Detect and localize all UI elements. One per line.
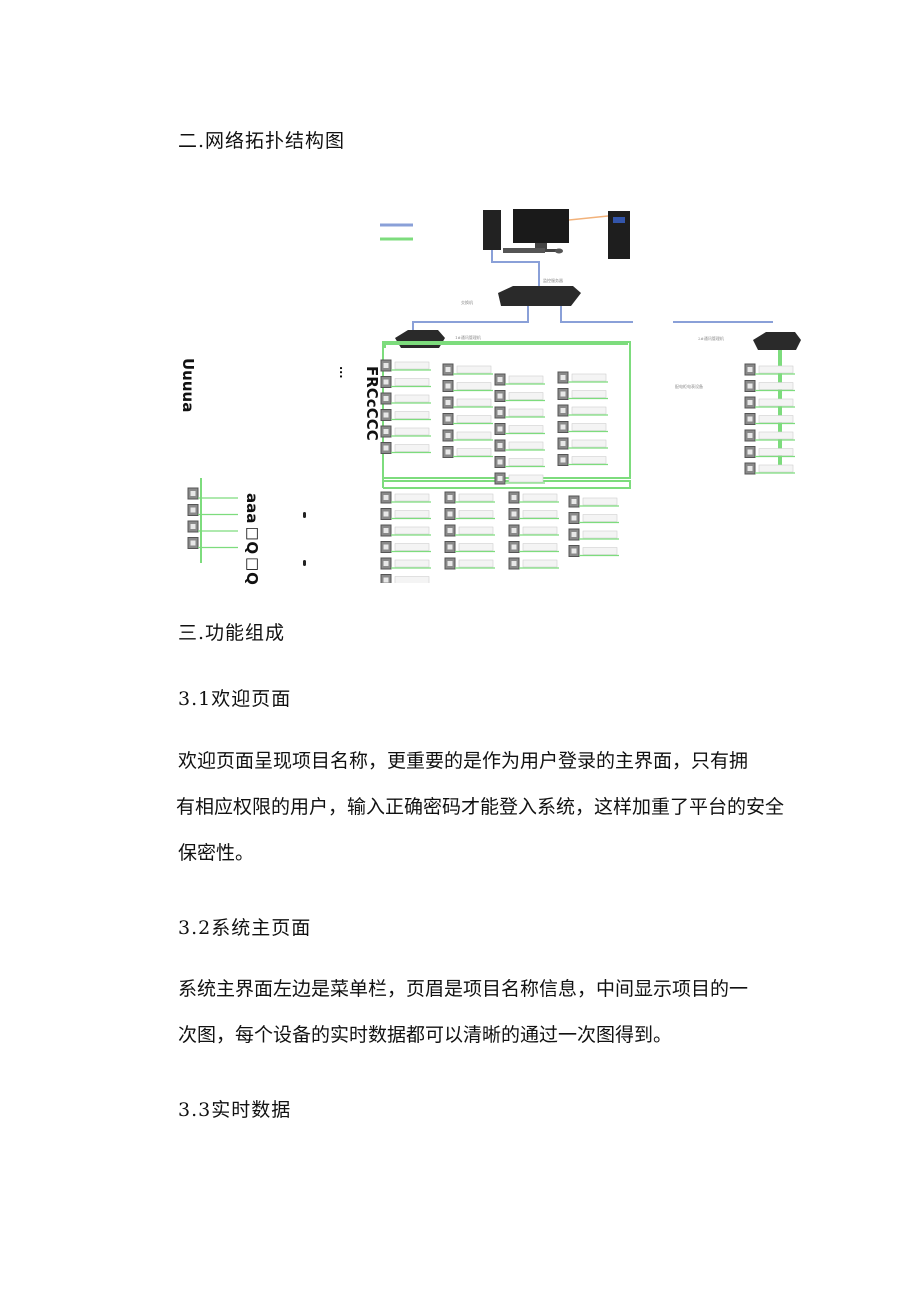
topology-svg: 监控服务器 交换机 1#通讯管理机 2#通讯管理机 配电柜电表设备 xyxy=(187,209,801,583)
side-text-left: Uuuua xyxy=(179,358,197,413)
side-text-rc: FRCcCCC xyxy=(363,366,381,441)
system-main-page-paragraph: 系统主界面左边是菜单栏，页眉是项目名称信息，中间显示项目的一 次图，每个设备的实… xyxy=(178,966,784,1058)
svg-text:交换机: 交换机 xyxy=(461,299,473,305)
svg-text:2#通讯管理机: 2#通讯管理机 xyxy=(698,335,724,341)
monitor-icon xyxy=(513,209,569,243)
gateway-right-icon xyxy=(753,332,801,350)
gateway-left-icon xyxy=(395,330,445,348)
section-heading-functions: 三.功能组成 xyxy=(178,622,286,644)
meter-module-group xyxy=(187,359,795,583)
paragraph-line: 欢迎页面呈现项目名称，更重要的是作为用户登录的主界面，只有拥 xyxy=(178,750,749,772)
heading-realtime-data: 3.3实时数据 xyxy=(178,1099,292,1121)
side-mark-2 xyxy=(303,560,306,566)
heading-welcome-page: 3.1欢迎页面 xyxy=(178,688,292,710)
side-text-aaa: aaa□Q□Q xyxy=(243,493,261,585)
side-text-dots: ... xyxy=(337,366,350,379)
paragraph-line: 有相应权限的用户，输入正确密码才能登入系统，这样加重了平台的安全 xyxy=(176,796,785,818)
welcome-page-paragraph: 欢迎页面呈现项目名称，更重要的是作为用户登录的主界面，只有拥 有相应权限的用户，… xyxy=(176,738,785,876)
paragraph-line: 系统主界面左边是菜单栏，页眉是项目名称信息，中间显示项目的一 xyxy=(178,978,749,1000)
svg-text:1#通讯管理机: 1#通讯管理机 xyxy=(455,334,481,340)
svg-text:配电柜电表设备: 配电柜电表设备 xyxy=(675,383,703,389)
paragraph-line: 保密性。 xyxy=(178,842,255,864)
section-heading-topology: 二.网络拓扑结构图 xyxy=(178,130,346,152)
svg-text:监控服务器: 监控服务器 xyxy=(543,277,563,283)
network-topology-diagram: 监控服务器 交换机 1#通讯管理机 2#通讯管理机 配电柜电表设备 Uuuua … xyxy=(179,198,808,585)
paragraph-line: 次图，每个设备的实时数据都可以清晰的通过一次图得到。 xyxy=(178,1024,673,1046)
heading-system-main-page: 3.2系统主页面 xyxy=(178,917,312,939)
switch-icon xyxy=(498,286,581,306)
side-mark-1 xyxy=(303,512,306,518)
pc-tower-icon xyxy=(483,210,501,250)
mouse-icon xyxy=(555,248,563,254)
keyboard-icon xyxy=(503,248,545,253)
